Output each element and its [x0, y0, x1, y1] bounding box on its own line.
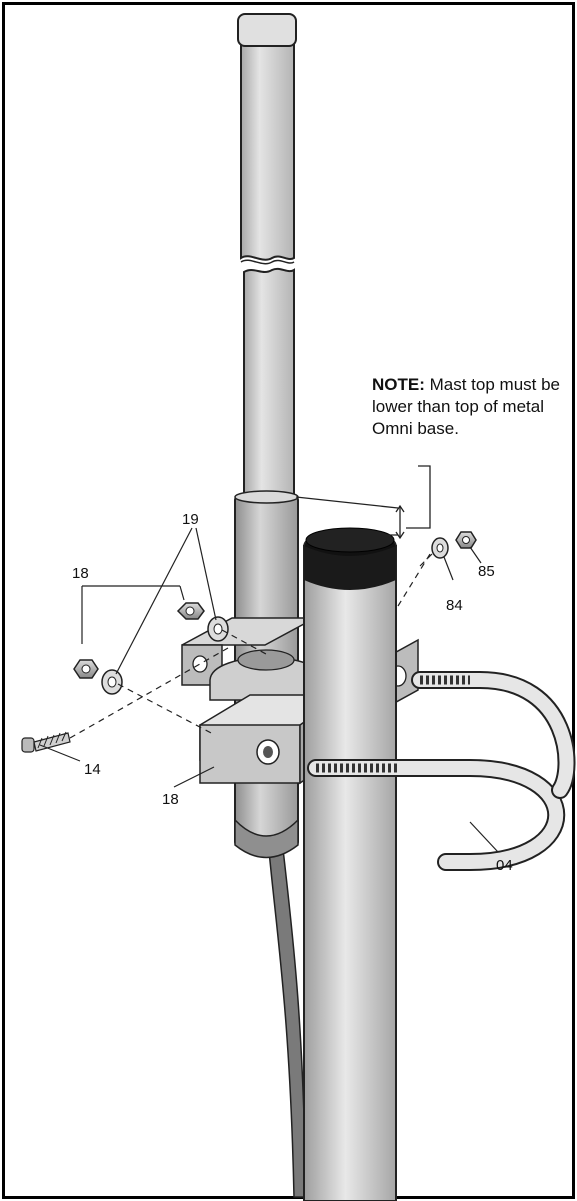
washer-19-lower	[101, 669, 123, 695]
nut-18-lower	[73, 659, 99, 679]
u-bolt	[307, 671, 576, 871]
nut-18-upper	[176, 602, 205, 620]
callout-04: 04	[496, 857, 513, 874]
installation-note: NOTE: Mast top must be lower than top of…	[372, 374, 572, 440]
callout-84: 84	[446, 597, 463, 614]
note-text: Mast top must be lower than top of metal…	[372, 375, 561, 438]
antenna-top-cap	[237, 13, 297, 47]
callout-19: 19	[182, 511, 199, 528]
antenna-whip	[237, 13, 297, 501]
note-prefix: NOTE:	[372, 375, 425, 394]
callout-85: 85	[478, 563, 495, 580]
callout-leaders	[39, 527, 499, 853]
washer-19-upper	[207, 616, 229, 642]
callout-14: 14	[84, 761, 101, 778]
callout-18-lower: 18	[162, 791, 179, 808]
callout-18-upper: 18	[72, 565, 89, 582]
mast-pipe	[303, 527, 397, 1201]
assembly-lines	[69, 553, 433, 739]
washer-84	[431, 537, 449, 559]
nut-85	[455, 531, 477, 549]
note-leader	[295, 465, 431, 540]
